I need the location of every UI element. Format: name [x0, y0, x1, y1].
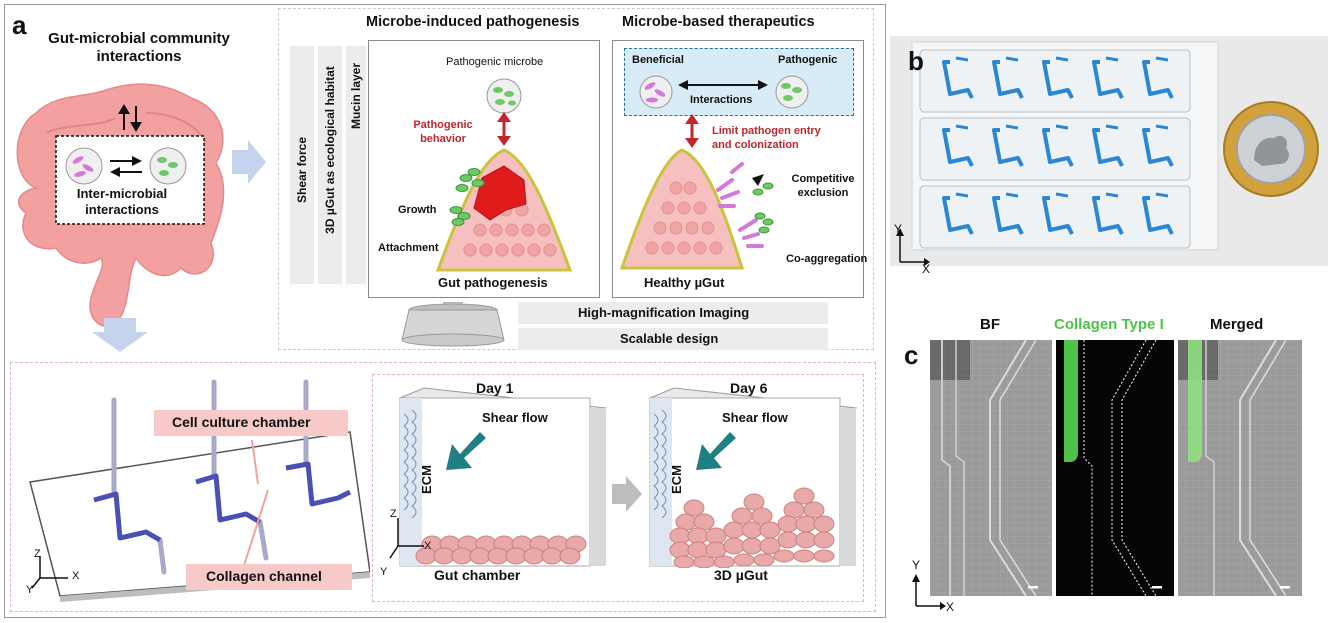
pathogenic-microbe-label: Pathogenic microbe	[446, 56, 544, 68]
therapeutics-box	[612, 40, 864, 298]
bf-image	[930, 340, 1052, 596]
gut-chamber-day1	[398, 387, 608, 567]
pathogenesis-box	[368, 40, 600, 298]
pathogenic-behavior-label: Pathogenic behavior	[413, 119, 473, 145]
chip-array-photo	[911, 41, 1219, 251]
panel-c-axes-icon	[912, 574, 946, 610]
3d-gut-caption: 3D µGut	[714, 567, 768, 583]
shear-flow-1: Shear flow	[482, 410, 548, 425]
chamber-axis-x: X	[424, 540, 432, 552]
gut-chamber-day6	[648, 387, 858, 568]
side-text-mucin: Mucin layer	[349, 62, 363, 130]
device-axis-y: Y	[26, 584, 34, 596]
panel-c-axis-y: Y	[912, 558, 921, 572]
collagen-channel-label: Collagen channel	[206, 568, 322, 584]
panel-a-letter: a	[12, 10, 27, 40]
objective-lens-icon	[401, 302, 505, 347]
pathogenesis-title: Microbe-induced pathogenesis	[366, 14, 580, 30]
day1-label: Day 1	[476, 380, 514, 396]
ecm-2: ECM	[668, 465, 684, 494]
gut-title: Gut-microbial community interactions	[48, 30, 230, 65]
chamber-axes-icon	[389, 518, 424, 559]
cell-culture-chamber-tag	[154, 410, 348, 436]
side-label-mucin	[346, 46, 366, 284]
device-axis-z: Z	[34, 548, 41, 560]
panel-c-label-merged: Merged	[1210, 316, 1264, 333]
side-text-habitat: 3D µGut as ecological habitat	[323, 66, 337, 234]
panel-a	[4, 4, 886, 618]
merged-image	[1178, 340, 1302, 596]
scalable-bar	[518, 328, 828, 350]
day6-label: Day 6	[730, 380, 768, 396]
side-label-habitat	[318, 46, 342, 284]
panel-b-axis-y: Y	[894, 222, 903, 236]
pathogenic-label: Pathogenic	[778, 54, 838, 66]
arrow-right-icon	[232, 140, 266, 184]
competitive-exclusion-label: Competitive exclusion	[791, 173, 855, 199]
arrow-down-icon	[92, 318, 148, 352]
device-axes-icon	[31, 556, 68, 589]
imaging-bar	[518, 302, 828, 324]
coin-photo	[1223, 101, 1319, 197]
panel-b-letter: b	[908, 46, 924, 76]
panel-c-label-bf: BF	[980, 316, 1000, 333]
chamber-axis-z: Z	[390, 508, 397, 520]
therapeutics-illustration	[619, 75, 809, 270]
beneficial-label: Beneficial	[632, 54, 684, 66]
growth-label: Growth	[398, 204, 437, 216]
pathogenesis-illustration	[435, 78, 573, 272]
collagen-channel-tag	[186, 564, 352, 590]
gut-illustration	[16, 83, 225, 327]
chamber-axis-y: Y	[380, 566, 388, 578]
chamber-arrow-icon	[612, 476, 642, 512]
limit-pathogen-label: Limit pathogen entry and colonization	[712, 125, 821, 151]
collagen-image	[1056, 340, 1174, 596]
cell-culture-chamber-label: Cell culture chamber	[172, 414, 311, 430]
side-label-shear	[290, 46, 314, 284]
gut-pathogenesis-caption: Gut pathogenesis	[438, 275, 548, 290]
therapeutics-title: Microbe-based therapeutics	[622, 14, 815, 30]
side-text-shear: Shear force	[295, 136, 309, 204]
scalable-bar-label: Scalable design	[620, 331, 719, 346]
gut-chamber-caption: Gut chamber	[434, 567, 521, 583]
panel-b-axis-x: X	[922, 262, 931, 276]
device-box	[10, 362, 876, 612]
panel-c-axis-x: X	[946, 600, 955, 614]
imaging-bar-label: High-magnification Imaging	[578, 305, 750, 320]
panel-c-label-collagen: Collagen Type I	[1054, 316, 1164, 333]
shear-flow-2: Shear flow	[722, 410, 788, 425]
inter-microbial-label: Inter-microbial interactions	[76, 186, 168, 217]
co-aggregation-label: Co-aggregation	[786, 253, 868, 265]
device-axis-x: X	[72, 570, 80, 582]
panel-b-axes-icon	[896, 228, 930, 266]
healthy-gut-caption: Healthy µGut	[644, 275, 725, 290]
ecm-1: ECM	[418, 465, 434, 494]
interactions-label: Interactions	[690, 94, 753, 106]
attachment-label: Attachment	[378, 242, 439, 254]
panel-c-letter: c	[904, 340, 919, 370]
chamber-box	[372, 374, 864, 602]
